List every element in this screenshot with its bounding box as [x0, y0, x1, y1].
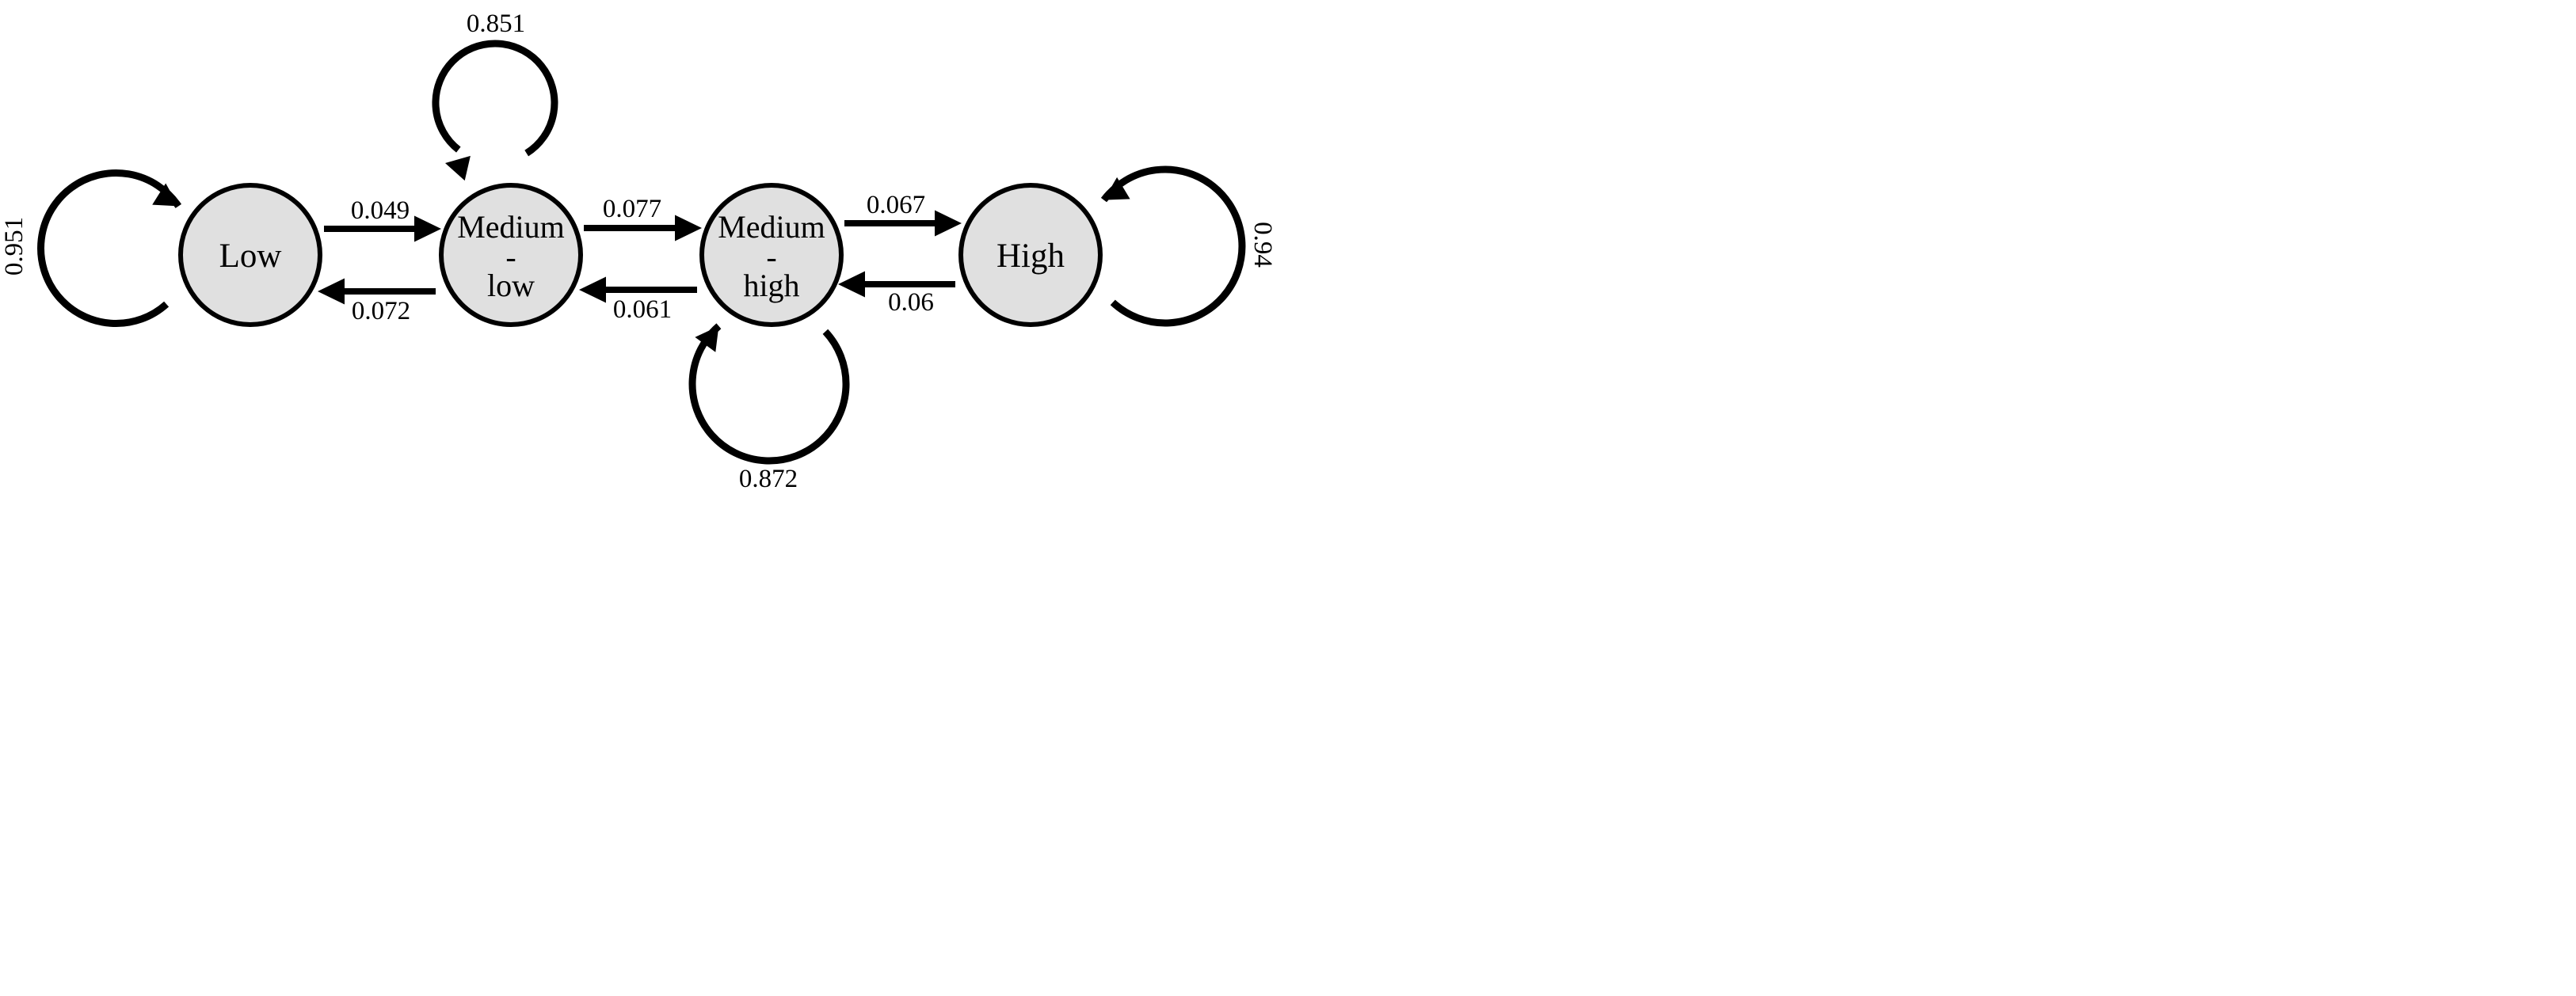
self-transition-probability-label: 0.951 — [0, 217, 29, 276]
state-transition-diagram: 0.951 0.851 0.872 0.94 0.049 0.072 0.077 0.061 0… — [0, 10, 1277, 493]
state-label: Medium-low — [457, 209, 565, 303]
transition-probability-label: 0.077 — [603, 195, 661, 223]
transition-probability-label: 0.067 — [867, 191, 925, 219]
state-label-line: Medium — [457, 209, 565, 245]
state-label-line: Medium — [718, 209, 825, 245]
state-node-medium-low: Medium-low — [439, 183, 583, 327]
transition-arrow-low-to-medium-low: 0.049 — [324, 196, 441, 242]
arrowhead-icon — [695, 325, 719, 352]
state-node-high: High — [958, 183, 1103, 327]
self-loop-arc — [37, 169, 182, 327]
self-loop-arc — [432, 40, 558, 157]
state-label-line: High — [996, 238, 1065, 275]
state-node-low: Low — [178, 183, 322, 327]
state-label: Medium-high — [718, 209, 825, 303]
arrowhead-icon — [318, 278, 345, 305]
arrowhead-icon — [445, 155, 471, 181]
arrowhead-icon — [675, 215, 702, 241]
arrowhead-icon — [838, 271, 865, 298]
state-label-line: - — [505, 239, 516, 275]
self-transition-probability-label: 0.851 — [467, 10, 525, 38]
transition-probability-label: 0.06 — [888, 288, 934, 317]
state-circle — [958, 183, 1103, 327]
transition-arrow-medium-high-to-medium-low: 0.061 — [579, 276, 697, 324]
self-loop-low: 0.951 — [0, 169, 182, 327]
arrowhead-icon — [579, 276, 606, 303]
transition-probability-label: 0.072 — [352, 297, 410, 325]
state-label-line: low — [487, 268, 535, 303]
transition-probability-label: 0.061 — [613, 295, 672, 324]
self-loop-arc — [1100, 165, 1246, 327]
state-circle — [699, 183, 844, 327]
transition-arrow-medium-high-to-high: 0.067 — [844, 191, 962, 237]
self-loop-medium-low: 0.851 — [432, 10, 558, 181]
arrowhead-icon — [414, 215, 441, 242]
transition-arrow-medium-low-to-low: 0.072 — [318, 278, 436, 325]
self-transition-probability-label: 0.94 — [1248, 222, 1277, 268]
arrowhead-icon — [1103, 177, 1130, 200]
state-circle — [178, 183, 322, 327]
diagram-canvas: 0.951 0.851 0.872 0.94 0.049 0.072 0.077 0.061 0… — [0, 0, 1288, 498]
state-label-line: high — [743, 268, 799, 303]
self-loop-high: 0.94 — [1100, 165, 1277, 327]
state-label: Low — [219, 238, 282, 275]
self-loop-arc — [688, 323, 850, 465]
state-label-line: Low — [219, 238, 282, 275]
state-label: High — [996, 238, 1065, 275]
self-transition-probability-label: 0.872 — [739, 465, 798, 493]
state-node-medium-high: Medium-high — [699, 183, 844, 327]
state-label-line: - — [766, 239, 776, 275]
transition-arrow-medium-low-to-medium-high: 0.077 — [584, 195, 702, 241]
transition-probability-label: 0.049 — [351, 196, 410, 225]
self-loop-medium-high: 0.872 — [688, 323, 850, 493]
transition-arrow-high-to-medium-high: 0.06 — [838, 271, 955, 317]
state-circle — [439, 183, 583, 327]
arrowhead-icon — [152, 183, 179, 207]
arrowhead-icon — [935, 210, 962, 237]
